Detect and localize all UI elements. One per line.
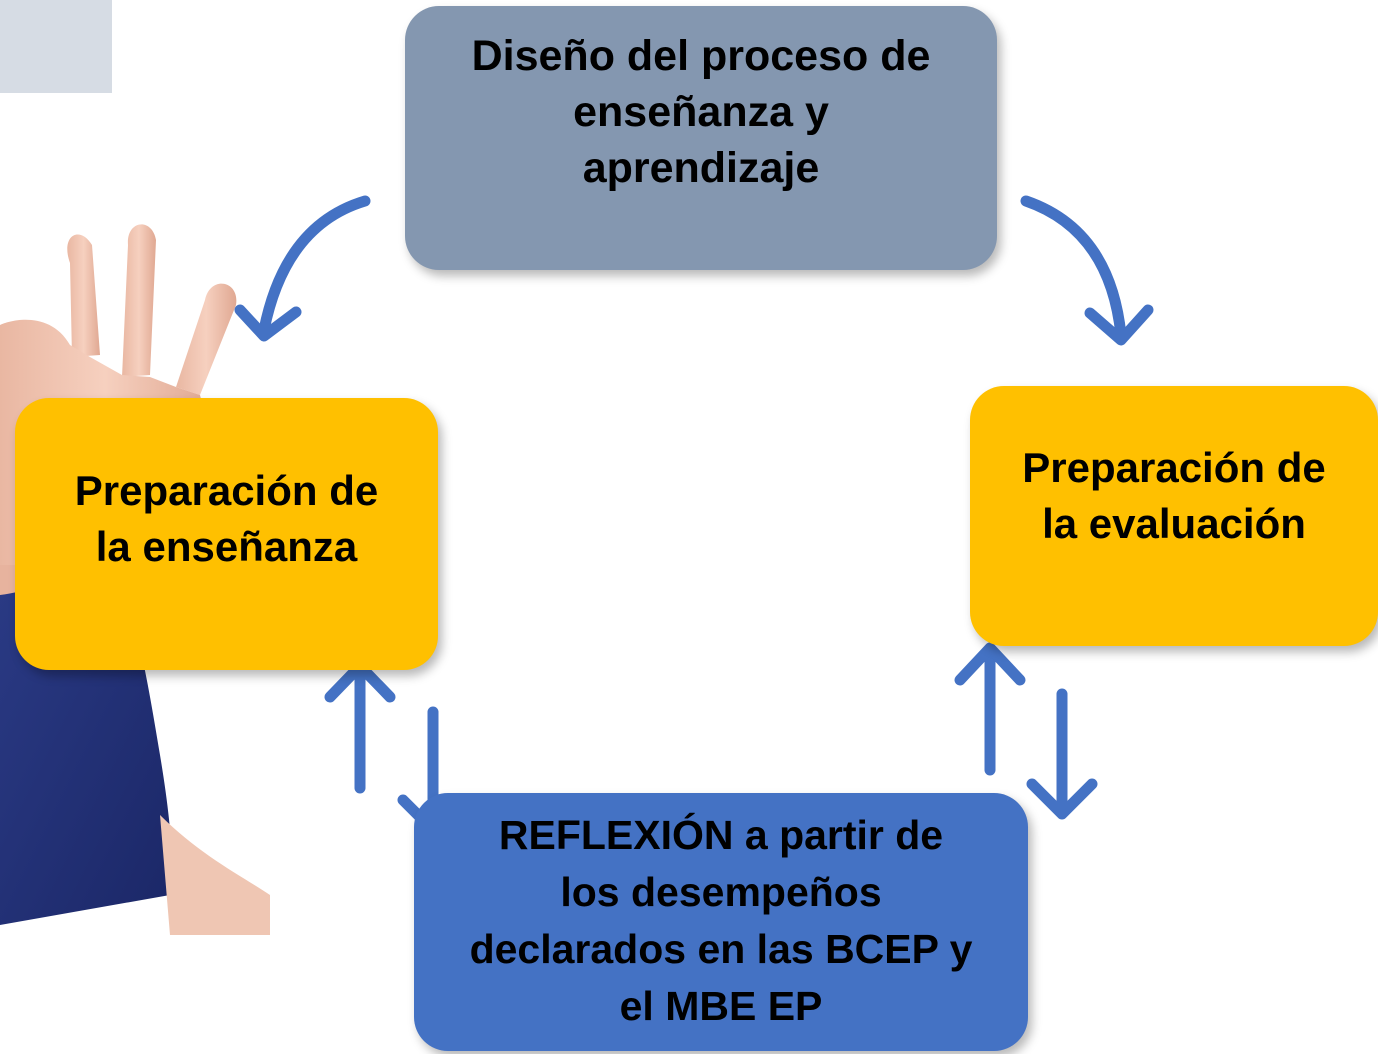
design-process-box: Diseño del proceso de enseñanza y aprend…: [405, 6, 997, 270]
arrow-evaluation-down-to-reflection: [1026, 688, 1098, 820]
arrow-reflection-up-to-evaluation: [954, 642, 1026, 776]
evaluation-preparation-box: Preparación de la evaluación: [970, 386, 1378, 646]
teaching-preparation-box: Preparación de la enseñanza: [15, 398, 438, 670]
arrow-design-to-evaluation: [1020, 195, 1154, 346]
reflection-box: REFLEXIÓN a partir de los desempeños dec…: [414, 793, 1028, 1051]
arrow-reflection-up-to-teaching: [324, 660, 396, 794]
corner-decoration: [0, 0, 112, 93]
